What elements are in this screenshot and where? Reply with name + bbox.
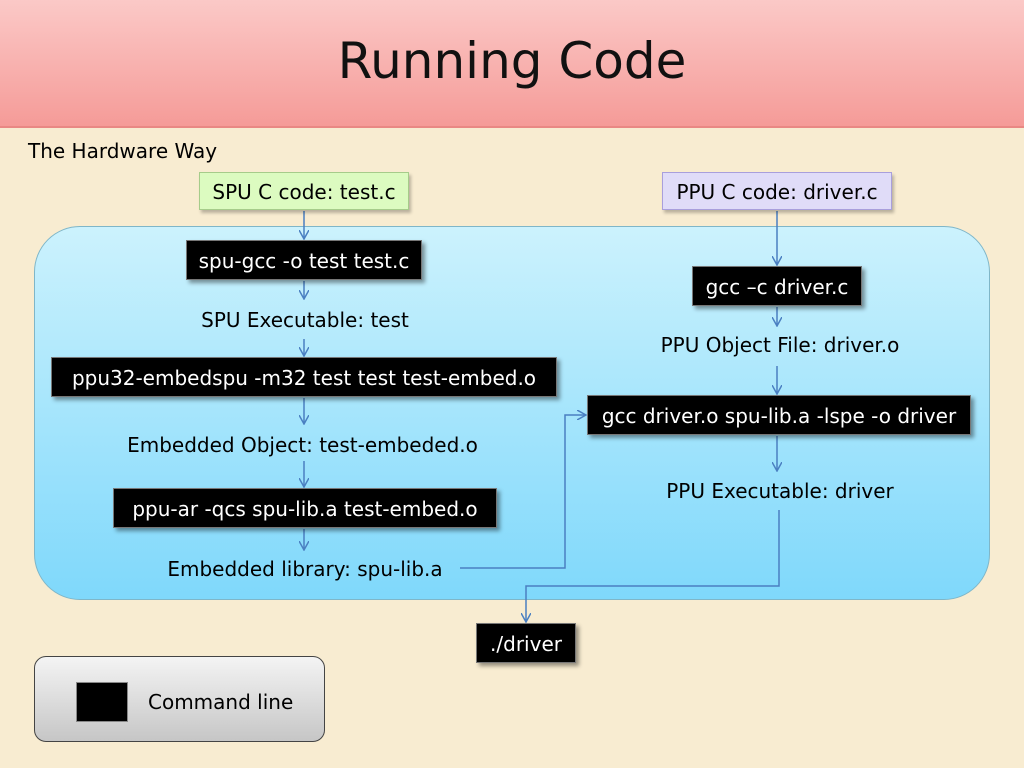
spu-compile-command: spu-gcc -o test test.c [186, 240, 422, 280]
run-driver-command: ./driver [476, 623, 576, 663]
command-line-swatch [76, 682, 128, 722]
embed-spu-command: ppu32-embedspu -m32 test test test-embed… [51, 357, 557, 397]
ppu-compile-command: gcc –c driver.c [692, 266, 862, 306]
legend: Command line [34, 656, 325, 742]
embedded-library-label: Embedded library: spu-lib.a [167, 557, 443, 581]
legend-label: Command line [148, 690, 294, 714]
embedded-object-label: Embedded Object: test-embeded.o [127, 433, 478, 457]
spu-source-box: SPU C code: test.c [199, 172, 409, 210]
arrow-ppu-exec-to-run [526, 510, 780, 621]
spu-executable-label: SPU Executable: test [201, 308, 409, 332]
slide-subtitle: The Hardware Way [28, 139, 218, 163]
archive-command: ppu-ar -qcs spu-lib.a test-embed.o [113, 488, 497, 528]
ppu-object-file-label: PPU Object File: driver.o [660, 333, 900, 357]
ppu-executable-label: PPU Executable: driver [666, 479, 894, 503]
ppu-source-box: PPU C code: driver.c [662, 172, 892, 210]
slide-title: Running Code [337, 32, 687, 90]
title-bar: Running Code [0, 0, 1024, 128]
link-command: gcc driver.o spu-lib.a -lspe -o driver [587, 395, 971, 435]
arrow-library-to-link [460, 415, 585, 569]
